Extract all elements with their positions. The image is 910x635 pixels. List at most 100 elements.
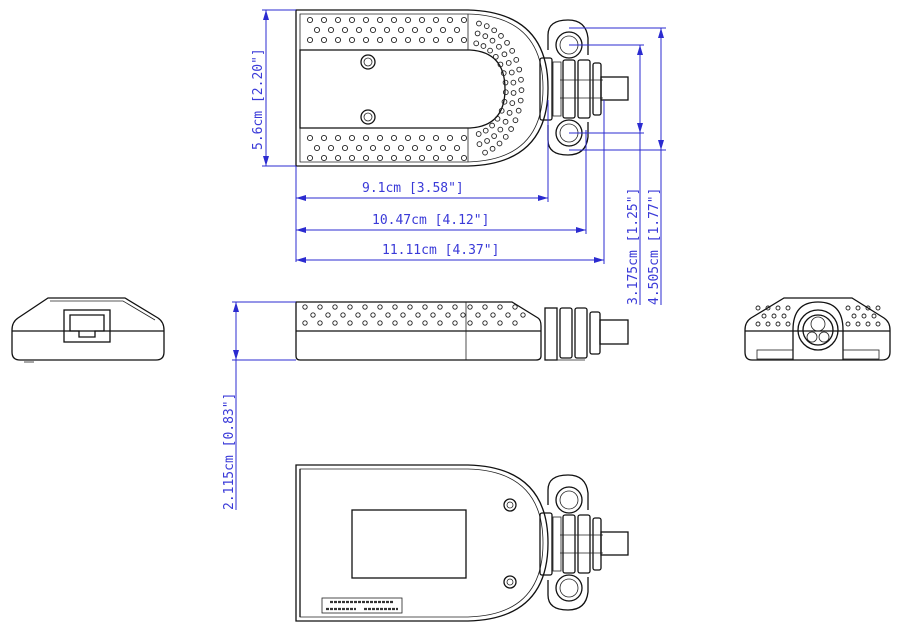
- vent-hole: [332, 320, 338, 326]
- vent-hole: [437, 304, 443, 310]
- vent-hole: [348, 154, 356, 162]
- vent-hole: [383, 26, 391, 34]
- vent-hole: [497, 304, 503, 310]
- vent-hole: [355, 144, 363, 152]
- vent-hole: [306, 134, 314, 142]
- vent-hole: [432, 36, 440, 44]
- vent-hole: [775, 305, 781, 311]
- vent-hole: [508, 126, 514, 132]
- vent-hole: [404, 154, 412, 162]
- vent-hole: [476, 20, 482, 27]
- vent-hole: [498, 33, 504, 39]
- vent-hole: [855, 321, 861, 327]
- dimension-height: 5.6cm [2.20"]: [251, 9, 296, 167]
- vent-hole: [362, 36, 370, 44]
- vent-hole: [369, 26, 377, 34]
- vent-hole: [418, 134, 426, 142]
- vent-hole: [390, 16, 398, 24]
- vent-hole: [845, 305, 851, 311]
- vent-hole: [348, 36, 356, 44]
- vent-hole: [445, 312, 451, 318]
- vent-hole: [497, 126, 504, 133]
- vent-hole: [513, 57, 520, 63]
- dimension-lug-outer-label: 4.505cm [1.77"]: [647, 188, 662, 305]
- vent-hole: [340, 312, 346, 318]
- vent-hole: [320, 134, 328, 142]
- vent-hole: [404, 134, 412, 142]
- vent-hole: [392, 320, 398, 326]
- vent-hole: [487, 47, 493, 54]
- dimension-body-length-label: 9.1cm [3.58"]: [362, 181, 464, 196]
- vent-hole: [480, 43, 487, 49]
- vent-hole: [506, 109, 513, 116]
- vent-hole: [390, 134, 398, 142]
- vent-hole: [518, 87, 525, 94]
- vent-hole: [397, 26, 405, 34]
- vent-hole: [497, 320, 503, 326]
- vent-hole: [502, 79, 509, 86]
- vent-hole: [432, 154, 440, 162]
- dimension-thickness-label: 2.115cm [0.83"]: [222, 393, 237, 510]
- vent-hole: [474, 30, 481, 37]
- vent-hole: [452, 320, 458, 326]
- vent-hole: [390, 36, 398, 44]
- vent-hole: [518, 76, 524, 83]
- vent-hole: [334, 36, 342, 44]
- vent-hole: [755, 321, 761, 327]
- vent-holes-rear: [755, 305, 881, 327]
- vent-hole: [415, 312, 421, 318]
- front-view-rj45: [11, 297, 165, 363]
- vent-hole: [861, 313, 867, 319]
- vent-hole: [404, 16, 412, 24]
- vent-hole: [483, 23, 490, 29]
- vent-hole: [317, 304, 323, 310]
- vent-hole: [489, 37, 496, 44]
- vent-hole: [491, 133, 497, 139]
- vent-hole: [407, 320, 413, 326]
- vent-hole: [482, 304, 488, 310]
- vent-hole: [397, 144, 405, 152]
- vent-hole: [446, 16, 454, 24]
- vent-hole: [510, 79, 517, 86]
- vent-hole: [411, 26, 419, 34]
- vent-hole: [347, 320, 353, 326]
- vent-hole: [313, 144, 321, 152]
- vent-hole: [362, 16, 370, 24]
- vent-hole: [362, 304, 368, 310]
- vent-hole: [376, 154, 384, 162]
- vent-hole: [855, 305, 861, 311]
- vent-hole: [430, 312, 436, 318]
- vent-hole: [875, 305, 881, 311]
- vent-hole: [325, 312, 331, 318]
- vent-hole: [317, 320, 323, 326]
- vent-hole: [418, 16, 426, 24]
- vent-hole: [377, 304, 383, 310]
- vent-hole: [362, 320, 368, 326]
- vent-hole: [362, 154, 370, 162]
- vent-hole: [512, 320, 518, 326]
- vent-hole: [785, 321, 791, 327]
- vent-hole: [385, 312, 391, 318]
- vent-hole: [765, 305, 771, 311]
- mirrored-product-label: [321, 597, 403, 614]
- vent-hole: [502, 118, 509, 125]
- vent-holes-side: [302, 304, 526, 326]
- vent-hole: [362, 134, 370, 142]
- vent-hole: [334, 154, 342, 162]
- vent-hole: [376, 16, 384, 24]
- vent-hole: [439, 26, 447, 34]
- vent-hole: [376, 134, 384, 142]
- vent-hole: [475, 131, 482, 137]
- vent-hole: [508, 69, 515, 76]
- vent-hole: [489, 122, 495, 129]
- vent-hole: [341, 144, 349, 152]
- vent-hole: [845, 321, 851, 327]
- vent-hole: [418, 36, 426, 44]
- vent-hole: [482, 149, 488, 156]
- vent-hole: [509, 48, 516, 54]
- vent-hole: [502, 89, 509, 96]
- dimension-thickness: 2.115cm [0.83"]: [222, 301, 296, 510]
- vent-hole: [422, 320, 428, 326]
- vent-hole: [400, 312, 406, 318]
